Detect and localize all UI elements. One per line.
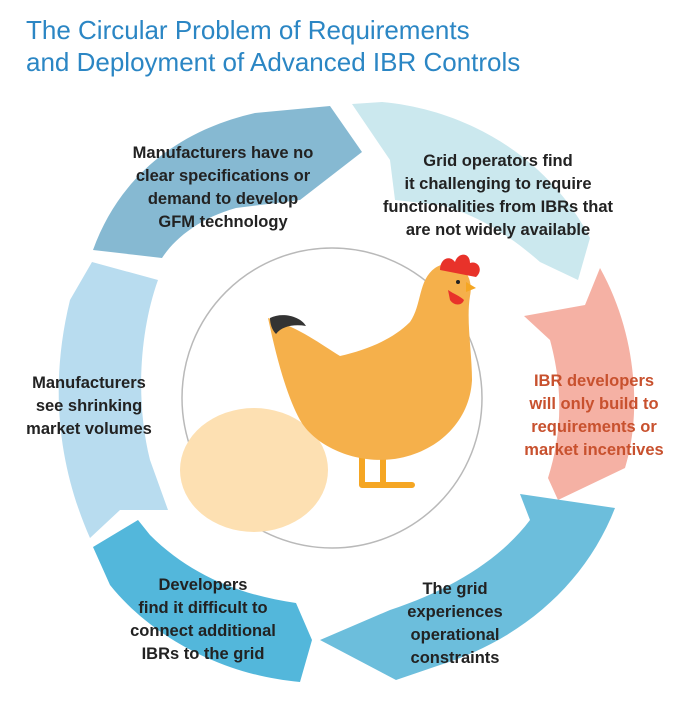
hen-eye: [456, 280, 460, 284]
arrow-top-right: [352, 102, 590, 280]
arrow-left: [58, 262, 168, 538]
title-line-2: and Deployment of Advanced IBR Controls: [26, 47, 521, 77]
title-line-1: The Circular Problem of Requirements: [26, 15, 470, 45]
arrow-top-left: [93, 106, 362, 258]
step-label-ibr-developers: IBR developers will only build to requir…: [524, 372, 664, 459]
arrow-right: [524, 268, 635, 500]
step-label-manufacturers-shrinking: Manufacturers see shrinking market volum…: [26, 374, 152, 438]
arrow-bottom-right: [320, 494, 615, 680]
step-label-grid-operators: Grid operators find it challenging to re…: [382, 152, 614, 239]
step-label-developers-difficult: Developers find it difficult to connect …: [130, 576, 276, 663]
step-label-manufacturers-no-specs: Manufacturers have no clear specificatio…: [132, 144, 314, 231]
hen-icon: [268, 254, 480, 488]
arrow-bottom-left: [93, 520, 312, 682]
egg-icon: [180, 408, 328, 532]
diagram-title: The Circular Problem of Requirements and…: [26, 14, 520, 78]
step-label-grid-constraints: The grid experiences operational constra…: [407, 580, 503, 667]
